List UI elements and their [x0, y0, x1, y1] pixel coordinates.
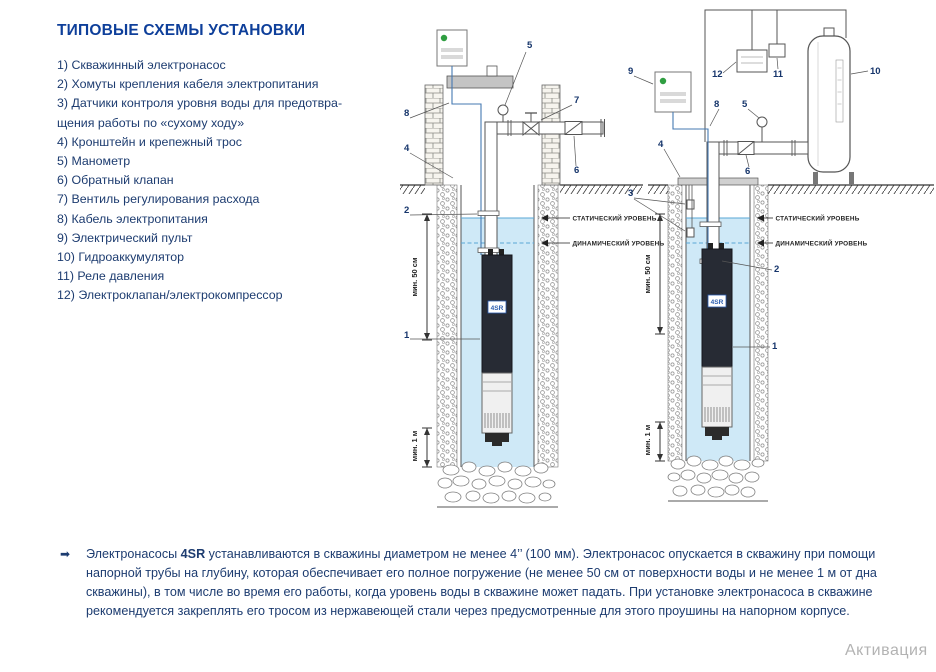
suction-strainer	[484, 413, 510, 428]
check-valve	[564, 121, 583, 135]
pressure-tank	[807, 27, 854, 185]
pipe-cap	[486, 65, 498, 77]
suction-strainer	[704, 407, 730, 422]
riser-pipe	[484, 121, 498, 256]
static-level-label: СТАТИЧЕСКИЙ УРОВЕНЬ	[776, 214, 860, 223]
page-title: ТИПОВЫЕ СХЕМЫ УСТАНОВКИ	[57, 22, 306, 39]
legend-item-7: 7) Вентиль регулирования расхода	[57, 192, 260, 207]
callout-3: 3	[628, 188, 633, 199]
level-labels: СТАТИЧЕСКИЙ УРОВЕНЬ ДИНАМИЧЕСКИЙ УРОВЕНЬ	[757, 214, 867, 248]
note-lead: Электронасосы	[86, 547, 181, 561]
dimension-lines: мин. 50 см мин. 1 м	[410, 213, 432, 468]
callout-1: 1	[772, 341, 778, 352]
submersible-pump: 4SR	[701, 243, 733, 440]
dynamic-level-label: ДИНАМИЧЕСКИЙ УРОВЕНЬ	[573, 239, 665, 248]
submersible-pump: 4SR	[481, 249, 513, 446]
min-1m-label: мин. 1 м	[643, 424, 652, 455]
legend-item-5: 5) Манометр	[57, 154, 131, 169]
legend-item-4: 4) Кронштейн и крепежный трос	[57, 134, 242, 149]
note-body: устанавливаются в скважины диаметром не …	[86, 547, 877, 618]
callout-1: 1	[404, 330, 410, 341]
callout-5: 5	[742, 99, 748, 110]
static-level-label: СТАТИЧЕСКИЙ УРОВЕНЬ	[573, 214, 657, 223]
electric-lines	[704, 9, 847, 142]
legend-item-3: 3) Датчики контроля уровня воды для пред…	[57, 96, 343, 130]
min-1m-label: мин. 1 м	[410, 430, 419, 461]
control-panel	[436, 29, 468, 67]
callout-2: 2	[404, 205, 409, 216]
cable-clamp	[699, 221, 722, 227]
callout-7: 7	[574, 95, 579, 106]
callout-2: 2	[774, 264, 779, 275]
callout-6: 6	[745, 166, 750, 177]
legend-item-6: 6) Обратный клапан	[57, 173, 174, 188]
check-valve	[737, 141, 755, 155]
legend-item-8: 8) Кабель электропитания	[57, 211, 208, 226]
callouts: 9 12 11 10 8 5 4 6 3 2 1	[628, 57, 881, 352]
callout-9: 9	[628, 66, 633, 77]
callout-10: 10	[870, 66, 881, 77]
dynamic-level-label: ДИНАМИЧЕСКИЙ УРОВЕНЬ	[776, 239, 868, 248]
note-bullet-arrow: ➡	[60, 547, 71, 561]
pressure-gauge	[756, 116, 768, 128]
callout-4: 4	[658, 139, 664, 150]
pressure-gauge	[497, 104, 509, 116]
well-bottom-stones	[667, 455, 768, 502]
riser-pipe	[706, 141, 720, 250]
control-panel	[654, 71, 692, 113]
brand-logo-dot	[440, 34, 448, 42]
callout-8: 8	[404, 108, 409, 119]
watermark-text: Активация	[845, 642, 928, 659]
note-pump-model: 4SR	[180, 547, 206, 561]
legend-item-1: 1) Скважинный электронасос	[57, 58, 226, 72]
discharge-pipe	[711, 141, 809, 155]
water-level-sensors	[686, 185, 695, 238]
note-text: Электронасосы 4SR устанавливаются в сква…	[86, 545, 908, 621]
piping	[484, 104, 605, 256]
installation-note: ➡ Электронасосы 4SR устанавливаются в ск…	[60, 545, 910, 621]
electro-valve-compressor	[736, 49, 768, 73]
tank-label-strip	[835, 59, 844, 123]
legend-item-2: 2) Хомуты крепления кабеля электропитани…	[57, 77, 319, 92]
legend-item-9: 9) Электрический пульт	[57, 230, 193, 245]
regulating-valve	[522, 112, 540, 137]
ground-surface	[648, 177, 934, 194]
dimension-lines: мин. 50 см мин. 1 м	[643, 213, 665, 462]
callout-8: 8	[714, 99, 719, 110]
well-shaft	[436, 184, 559, 468]
legend-item-11: 11) Реле давления	[57, 269, 165, 284]
diagram-well-with-pit: 4SR СТАТИЧЕСКИЙ УРОВЕНЬ ДИНАМИЧЕСКИЙ УРО…	[400, 29, 664, 508]
min-50cm-label: мин. 50 см	[643, 254, 652, 293]
callout-11: 11	[773, 69, 784, 80]
pump-model-label: 4SR	[491, 305, 504, 312]
concrete-slab	[446, 75, 514, 89]
ground-surface	[400, 184, 643, 194]
diagram-well-with-tank: 4SR СТАТИЧЕСКИЙ УРОВЕНЬ ДИНАМИЧЕСКИЙ УРО…	[628, 9, 934, 502]
callouts: 5 7 8 4 6 2 1	[404, 40, 579, 341]
callout-6: 6	[574, 165, 579, 176]
brand-logo-dot	[659, 77, 667, 85]
legend-item-12: 12) Электроклапан/электрокомпрессор	[57, 288, 283, 303]
brick-pit	[424, 65, 561, 186]
callout-4: 4	[404, 143, 410, 154]
cable-clamp	[477, 210, 500, 216]
legend-list: 1) Скважинный электронасос 2) Хомуты кре…	[57, 56, 369, 306]
min-50cm-label: мин. 50 см	[410, 257, 419, 296]
callout-12: 12	[712, 69, 723, 80]
pressure-relay	[768, 43, 786, 58]
legend-item-10: 10) Гидроаккумулятор	[57, 250, 185, 265]
level-labels: СТАТИЧЕСКИЙ УРОВЕНЬ ДИНАМИЧЕСКИЙ УРОВЕНЬ	[541, 214, 664, 248]
callout-5: 5	[527, 40, 533, 51]
well-bottom-stones	[437, 461, 558, 508]
pump-model-label: 4SR	[711, 299, 724, 306]
